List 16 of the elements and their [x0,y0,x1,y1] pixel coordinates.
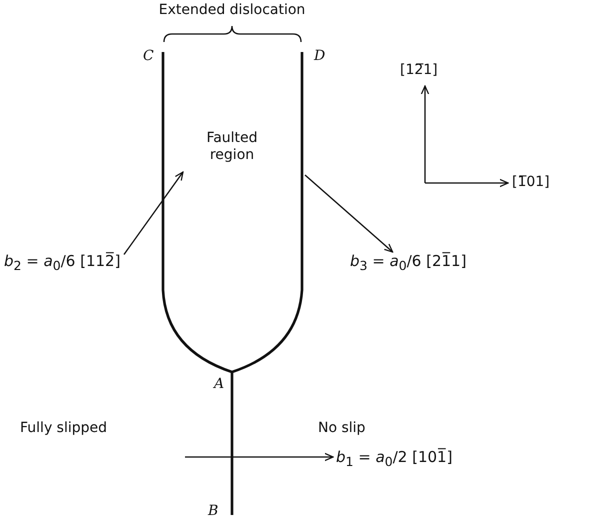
direction-label: [12̅1] [400,62,438,79]
burgers-vector-label: b$_{3}$ = a$_{0}$/6 [21̅1] [350,252,466,273]
region-label: No slip [318,420,366,437]
point-label: A [214,376,224,393]
burgers-vector-label: b$_{1}$ = a$_{0}$/2 [101̅] [336,448,452,469]
arrow [185,452,334,462]
region-label: Faulted region [205,130,259,164]
point-label: C [143,48,154,65]
point-label: D [314,48,326,65]
burgers-vector-label: b$_{2}$ = a$_{0}$/6 [112̅] [4,252,120,273]
dimension-label: Extended dislocation [158,2,306,19]
region-label: Fully slipped [20,420,108,437]
arrow [304,174,394,253]
direction-label: [1̅01] [512,174,550,191]
point-label: B [208,503,218,520]
arrow [123,171,184,255]
